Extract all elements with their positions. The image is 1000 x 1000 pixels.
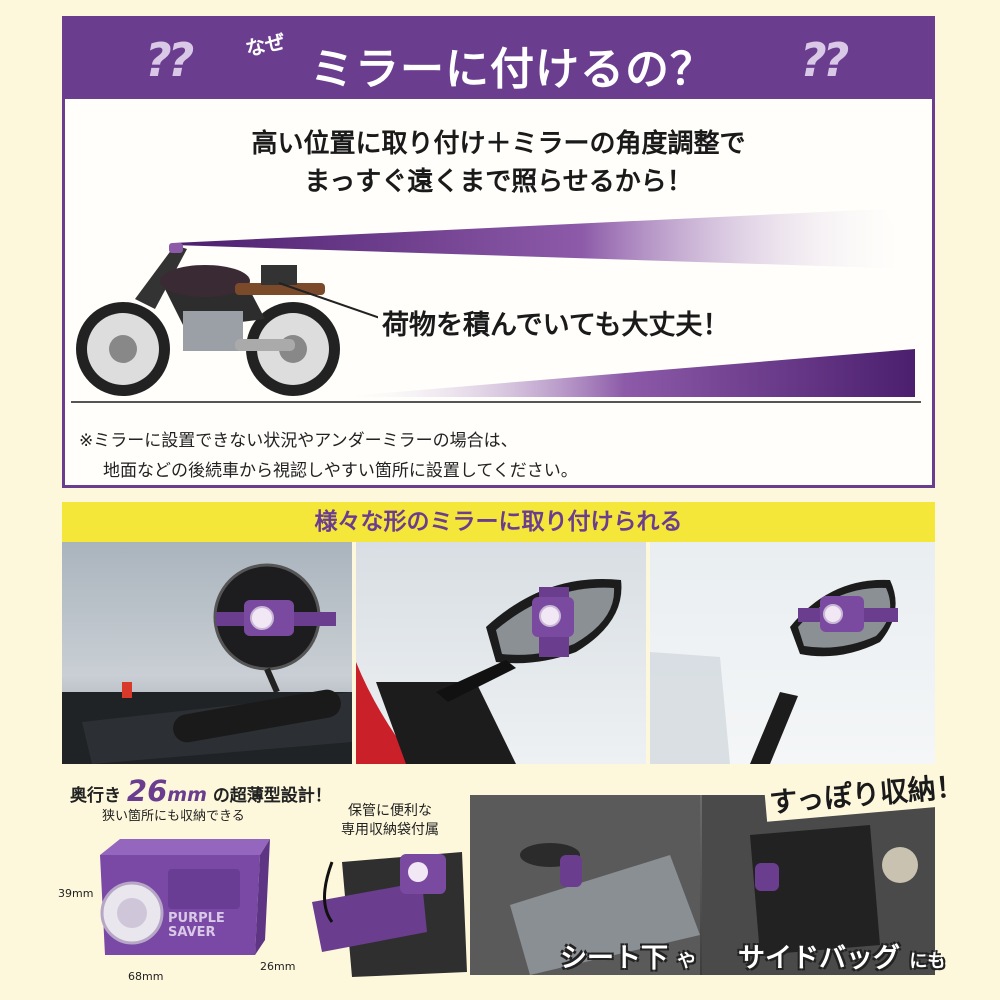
- photo-scooter-mirror: [650, 542, 935, 764]
- bag-caption-line-1: 保管に便利な: [348, 803, 432, 819]
- motorcycle-icon: [76, 243, 384, 396]
- scooter-mirror-image: [650, 579, 898, 764]
- seat-under-label: シート下 や: [560, 936, 695, 975]
- thin-suffix: の超薄型設計！: [212, 786, 332, 806]
- lower-beam: [335, 349, 915, 397]
- reason-panel: ?? なぜ ミラーに付けるの？ ?? 高い位置に取り付け＋ミラーの角度調整で ま…: [62, 16, 935, 488]
- product-label-line-1: PURPLE: [168, 911, 225, 926]
- light-beam-illustration: [76, 209, 915, 397]
- question-decor-right: ??: [800, 33, 849, 87]
- thin-subtitle: 狭い箇所にも収納できる: [102, 809, 245, 824]
- bag-caption-line-2: 専用収納袋付属: [341, 822, 439, 838]
- sport-mirror-image: [356, 578, 622, 764]
- round-mirror-image: [62, 563, 352, 764]
- photo-round-mirror: [62, 542, 352, 764]
- side-bag-particle: にも: [909, 951, 946, 972]
- thin-number: 26: [126, 774, 168, 808]
- panel-title: ミラーに付けるの？: [310, 44, 715, 95]
- panel-header: ?? なぜ ミラーに付けるの？ ??: [65, 19, 932, 99]
- dimension-height: 39mm: [58, 887, 94, 900]
- photo-sport-mirror: [356, 542, 646, 764]
- band-title: 様々な形のミラーに取り付けられる: [314, 509, 683, 535]
- seat-under-text: シート下: [560, 943, 668, 974]
- dimension-width: 68mm: [128, 970, 164, 983]
- product-image: [100, 839, 270, 955]
- thin-unit: mm: [167, 784, 207, 806]
- storage-photo: [470, 795, 935, 975]
- dimension-depth: 26mm: [260, 960, 296, 973]
- side-bag-text: サイドバッグ: [738, 943, 900, 974]
- luggage-caption: 荷物を積んでいても大丈夫！: [378, 303, 734, 342]
- lead-line-1: 高い位置に取り付け＋ミラーの角度調整で: [251, 129, 746, 159]
- seat-under-particle: や: [677, 951, 696, 972]
- note-line-2: 地面などの後続車から視認しやすい箇所に設置してください。: [103, 461, 578, 481]
- product-label-line-2: SAVER: [168, 925, 216, 940]
- storage-photo-image: [470, 795, 935, 975]
- thin-prefix: 奥行き: [70, 786, 121, 806]
- thin-design-heading: 奥行き 26mm の超薄型設計！: [70, 774, 332, 808]
- mirror-types-band: 様々な形のミラーに取り付けられる: [62, 502, 935, 542]
- lead-line-2: まっすぐ遠くまで照らせるから！: [304, 167, 693, 197]
- product-label: PURPLE SAVER: [168, 912, 225, 940]
- ground-line: [71, 401, 921, 403]
- question-decor-left: ??: [145, 33, 194, 87]
- note-line-1: ※ミラーに設置できない状況やアンダーミラーの場合は、: [79, 431, 518, 451]
- side-bag-label: サイドバッグ にも: [738, 936, 945, 975]
- storage-bag-image: [312, 852, 467, 977]
- upper-beam: [173, 209, 915, 269]
